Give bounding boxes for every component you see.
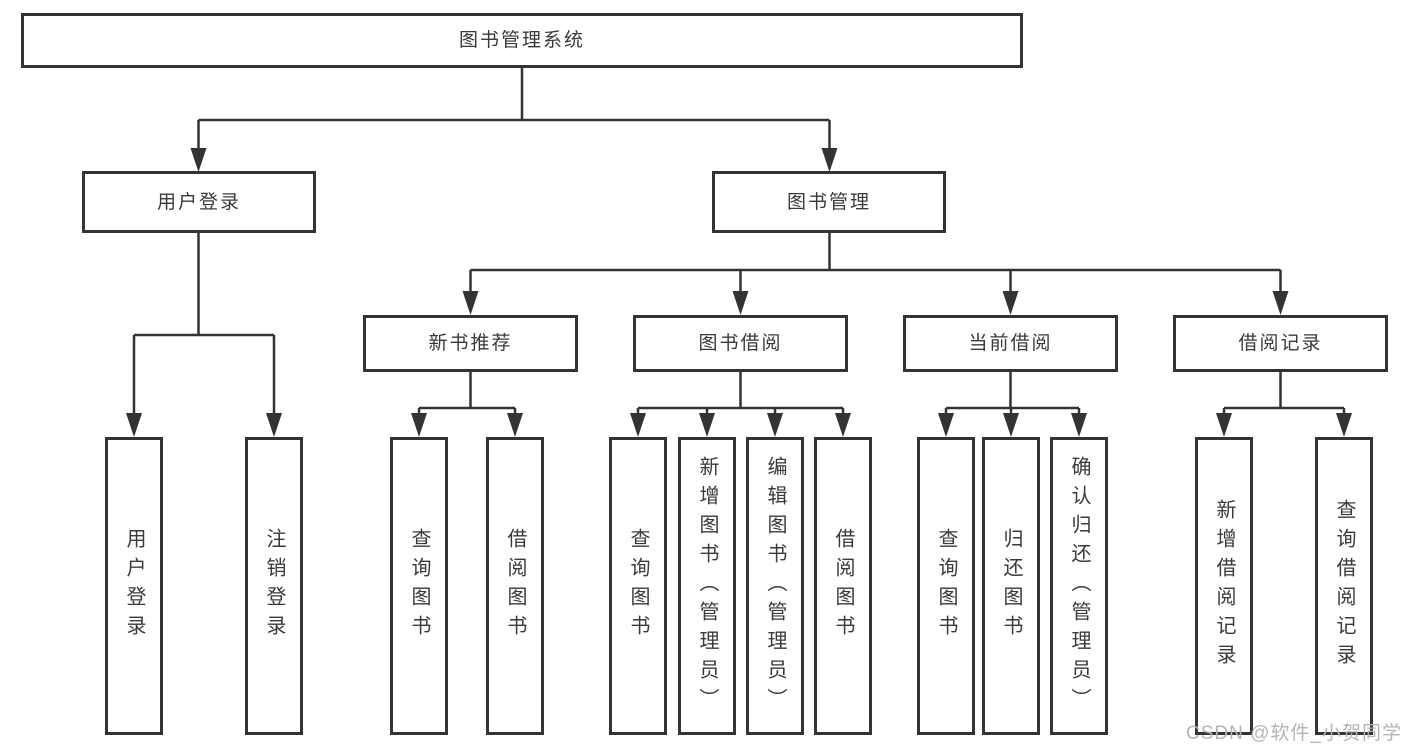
node-label: 归还图书 [1000, 528, 1022, 644]
node-label: 图书管理 [786, 191, 871, 213]
node-label: 新增图书（管理员） [696, 455, 718, 717]
node-leaf-query-borrow-record: 查询借阅记录 [1315, 437, 1373, 735]
arrowheads [126, 148, 1352, 437]
node-leaf-borrow-book: 借阅图书 [814, 437, 872, 735]
node-leaf-query-book-current: 查询图书 [917, 437, 975, 735]
arrowhead [507, 413, 523, 437]
arrowhead [732, 291, 749, 315]
arrowhead [1002, 291, 1019, 315]
arrowhead [1336, 413, 1352, 437]
node-label: 当前借阅 [968, 333, 1053, 354]
node-label: 图书借阅 [698, 333, 783, 354]
node-label: 新书推荐 [428, 333, 513, 354]
node-label: 查询图书 [935, 528, 957, 644]
node-label: 借阅图书 [504, 528, 526, 644]
arrowhead [767, 413, 783, 437]
node-leaf-query-book-recommend: 查询图书 [390, 437, 448, 735]
node-leaf-add-borrow-record: 新增借阅记录 [1195, 437, 1253, 735]
csdn-watermark: CSDN @软件_小贺同学 [1186, 723, 1402, 744]
node-label: 新增借阅记录 [1213, 499, 1235, 673]
node-leaf-logout: 注销登录 [245, 437, 303, 735]
node-new-book-recommend: 新书推荐 [363, 315, 578, 372]
node-leaf-add-book-admin: 新增图书（管理员） [678, 437, 736, 735]
node-label: 查询借阅记录 [1333, 499, 1355, 673]
tree-edges [132, 68, 1346, 417]
node-book-borrowing: 图书借阅 [633, 315, 848, 372]
node-label: 编辑图书（管理员） [764, 455, 786, 717]
arrowhead [1272, 291, 1289, 315]
node-label: 图书管理系统 [458, 30, 585, 51]
node-leaf-borrow-book-recommend: 借阅图书 [486, 437, 544, 735]
node-leaf-user-login: 用户登录 [105, 437, 163, 735]
arrowhead [126, 413, 142, 437]
node-label: 借阅图书 [832, 528, 854, 644]
arrowhead [821, 148, 838, 172]
arrowhead [1216, 413, 1232, 437]
node-leaf-confirm-return-admin: 确认归还（管理员） [1050, 437, 1108, 735]
node-book-management: 图书管理 [712, 171, 946, 233]
arrowhead [266, 413, 282, 437]
arrowhead [630, 413, 646, 437]
arrowhead [938, 413, 954, 437]
arrowhead [462, 291, 479, 315]
arrowhead [1003, 413, 1019, 437]
node-leaf-return-book: 归还图书 [982, 437, 1040, 735]
node-leaf-edit-book-admin: 编辑图书（管理员） [746, 437, 804, 735]
node-label: 注销登录 [263, 528, 285, 644]
node-current-borrowing: 当前借阅 [903, 315, 1118, 372]
node-label: 查询图书 [408, 528, 430, 644]
node-label: 用户登录 [156, 191, 241, 213]
node-leaf-query-book-borrow: 查询图书 [609, 437, 667, 735]
node-label: 借阅记录 [1238, 333, 1323, 354]
node-user-login: 用户登录 [82, 171, 316, 233]
node-label: 确认归还（管理员） [1068, 455, 1090, 717]
arrowhead [411, 413, 427, 437]
node-borrowing-records: 借阅记录 [1173, 315, 1388, 372]
node-label: 用户登录 [123, 528, 145, 644]
arrowhead [699, 413, 715, 437]
node-library-management-system: 图书管理系统 [21, 13, 1023, 68]
node-label: 查询图书 [627, 528, 649, 644]
arrowhead [835, 413, 851, 437]
arrowhead [1071, 413, 1087, 437]
arrowhead [190, 148, 207, 172]
